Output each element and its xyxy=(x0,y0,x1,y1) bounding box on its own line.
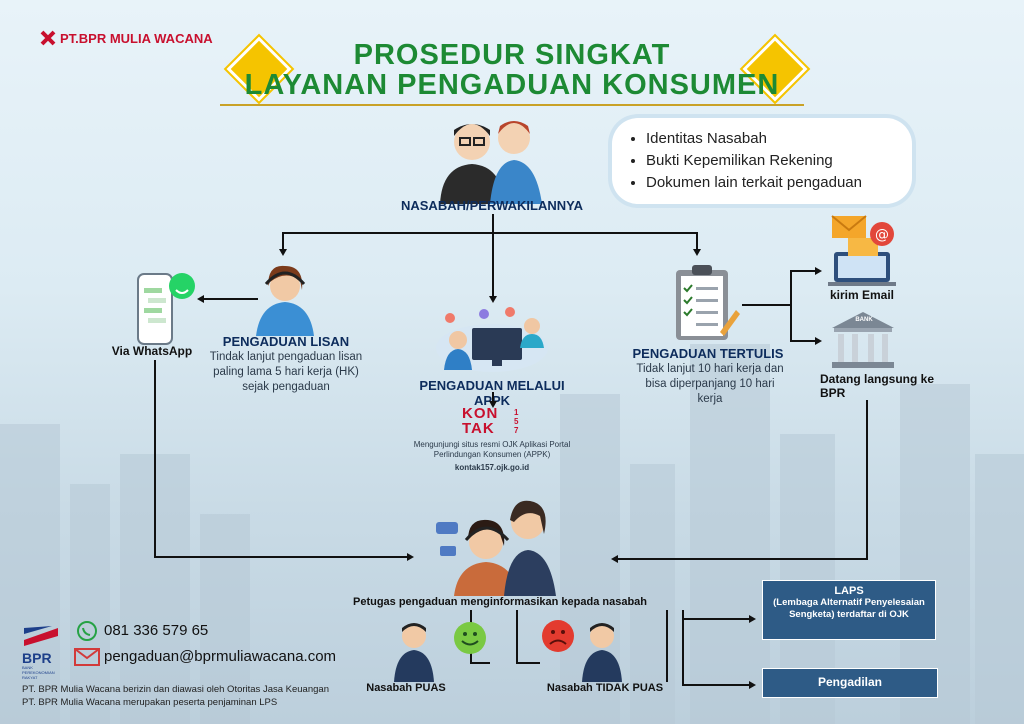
bank-building-icon xyxy=(832,312,894,368)
footer-lps: PT. BPR Mulia Wacana merupakan peserta p… xyxy=(22,697,278,708)
kontak-logo-side: 157 xyxy=(514,408,519,435)
brand-logo-icon xyxy=(40,30,56,46)
arrow-down-icon xyxy=(489,401,497,408)
connector xyxy=(742,304,790,306)
arrow-down-icon xyxy=(279,249,287,256)
complaint-officers-illustration-icon xyxy=(436,500,556,596)
appk-description: Mengunjungi situs resmi OJK Aplikasi Por… xyxy=(413,440,571,459)
customers-illustration-icon xyxy=(440,121,542,204)
puas-label: Nasabah PUAS xyxy=(366,682,446,694)
bpr-logo-subtext: BANK PEREKONOMIAN RAKYAT xyxy=(22,665,55,680)
online-complaint-illustration-icon xyxy=(436,307,548,372)
connector xyxy=(790,270,792,340)
connector xyxy=(682,684,750,686)
clipboard-checklist-icon xyxy=(676,265,740,340)
tidak-puas-label: Nasabah TIDAK PUAS xyxy=(546,682,664,694)
svg-text:@: @ xyxy=(875,227,889,243)
nasabah-label: NASABAH/PERWAKILANNYA xyxy=(400,198,584,213)
bpr-logo-mark-icon xyxy=(24,626,58,646)
arrow-right-icon xyxy=(749,615,756,623)
whatsapp-icon xyxy=(77,621,97,641)
arrow-right-icon xyxy=(815,337,822,345)
arrow-down-icon xyxy=(489,296,497,303)
connector xyxy=(204,298,258,300)
connector xyxy=(666,610,668,682)
kontak157-logo: KON TAK 157 xyxy=(462,406,526,438)
bpr-visit-label: Datang langsung ke BPR xyxy=(820,372,935,400)
brand: PT.BPR MULIA WACANA xyxy=(40,30,213,46)
call-center-agent-icon xyxy=(256,265,314,336)
kontak-logo-top: KON xyxy=(462,405,499,422)
connector xyxy=(696,232,698,250)
whatsapp-phone-icon xyxy=(137,273,195,345)
connector xyxy=(154,360,156,558)
laps-box: LAPS (Lembaga Alternatif Penyelesaian Se… xyxy=(762,580,936,640)
satisfied-customer-icon xyxy=(394,622,486,682)
page-title-line1: PROSEDUR SINGKAT xyxy=(353,39,671,71)
laps-description: (Lembaga Alternatif Penyelesaian Sengket… xyxy=(773,597,925,620)
bpr-logo: BPR BANK PEREKONOMIAN RAKYAT xyxy=(22,626,60,680)
lisan-title: PENGADUAN LISAN xyxy=(222,334,350,349)
whatsapp-label: Via WhatsApp xyxy=(111,344,193,358)
arrow-left-icon xyxy=(611,555,618,563)
connector xyxy=(492,214,494,232)
connector xyxy=(492,232,494,296)
connector xyxy=(618,558,868,560)
kontak-logo-bottom: TAK xyxy=(462,420,495,437)
connector xyxy=(516,610,518,664)
brand-name: PT.BPR MULIA WACANA xyxy=(60,30,213,46)
connector xyxy=(790,340,816,342)
unsatisfied-customer-icon xyxy=(542,620,622,682)
arrow-right-icon xyxy=(407,553,414,561)
connector xyxy=(154,556,408,558)
connector xyxy=(470,662,490,664)
footer-ojk: PT. BPR Mulia Wacana berizin dan diawasi… xyxy=(22,684,329,695)
bpr-logo-text: BPR xyxy=(22,650,52,666)
pengadilan-box: Pengadilan xyxy=(762,668,938,698)
requirement-item: Dokumen lain terkait pengaduan xyxy=(646,172,912,194)
contact-email[interactable]: pengaduan@bprmuliawacana.com xyxy=(104,648,337,665)
email-laptop-icon: @ xyxy=(828,215,896,286)
contact-phone[interactable]: 081 336 579 65 xyxy=(104,622,209,639)
connector xyxy=(682,618,750,620)
connector xyxy=(866,400,868,560)
bank-sign: BANK xyxy=(855,317,873,323)
requirement-item: Identitas Nasabah xyxy=(646,128,912,150)
appk-url[interactable]: kontak157.ojk.go.id xyxy=(454,463,530,472)
arrow-right-icon xyxy=(749,681,756,689)
requirement-item: Bukti Kepemilikan Rekening xyxy=(646,150,912,172)
connector xyxy=(790,270,816,272)
petugas-label: Petugas pengaduan menginformasikan kepad… xyxy=(352,596,648,608)
requirements-box: Identitas Nasabah Bukti Kepemilikan Reke… xyxy=(612,118,912,204)
lisan-description: Tindak lanjut pengaduan lisan paling lam… xyxy=(209,351,363,393)
connector xyxy=(492,392,494,402)
page-title-line2: LAYANAN PENGADUAN KONSUMEN xyxy=(244,69,780,101)
email-label: kirim Email xyxy=(829,288,895,302)
tertulis-title: PENGADUAN TERTULIS xyxy=(632,346,784,361)
connector xyxy=(516,662,540,664)
connector xyxy=(682,610,684,684)
title-divider xyxy=(220,104,804,106)
arrow-right-icon xyxy=(815,267,822,275)
connector xyxy=(282,232,284,250)
arrow-left-icon xyxy=(197,295,204,303)
connector xyxy=(282,232,698,234)
arrow-down-icon xyxy=(693,249,701,256)
mail-icon xyxy=(74,648,100,666)
tertulis-description: Tidak lanjut 10 hari kerja dan bisa dipe… xyxy=(636,363,784,405)
laps-title: LAPS xyxy=(834,585,864,597)
